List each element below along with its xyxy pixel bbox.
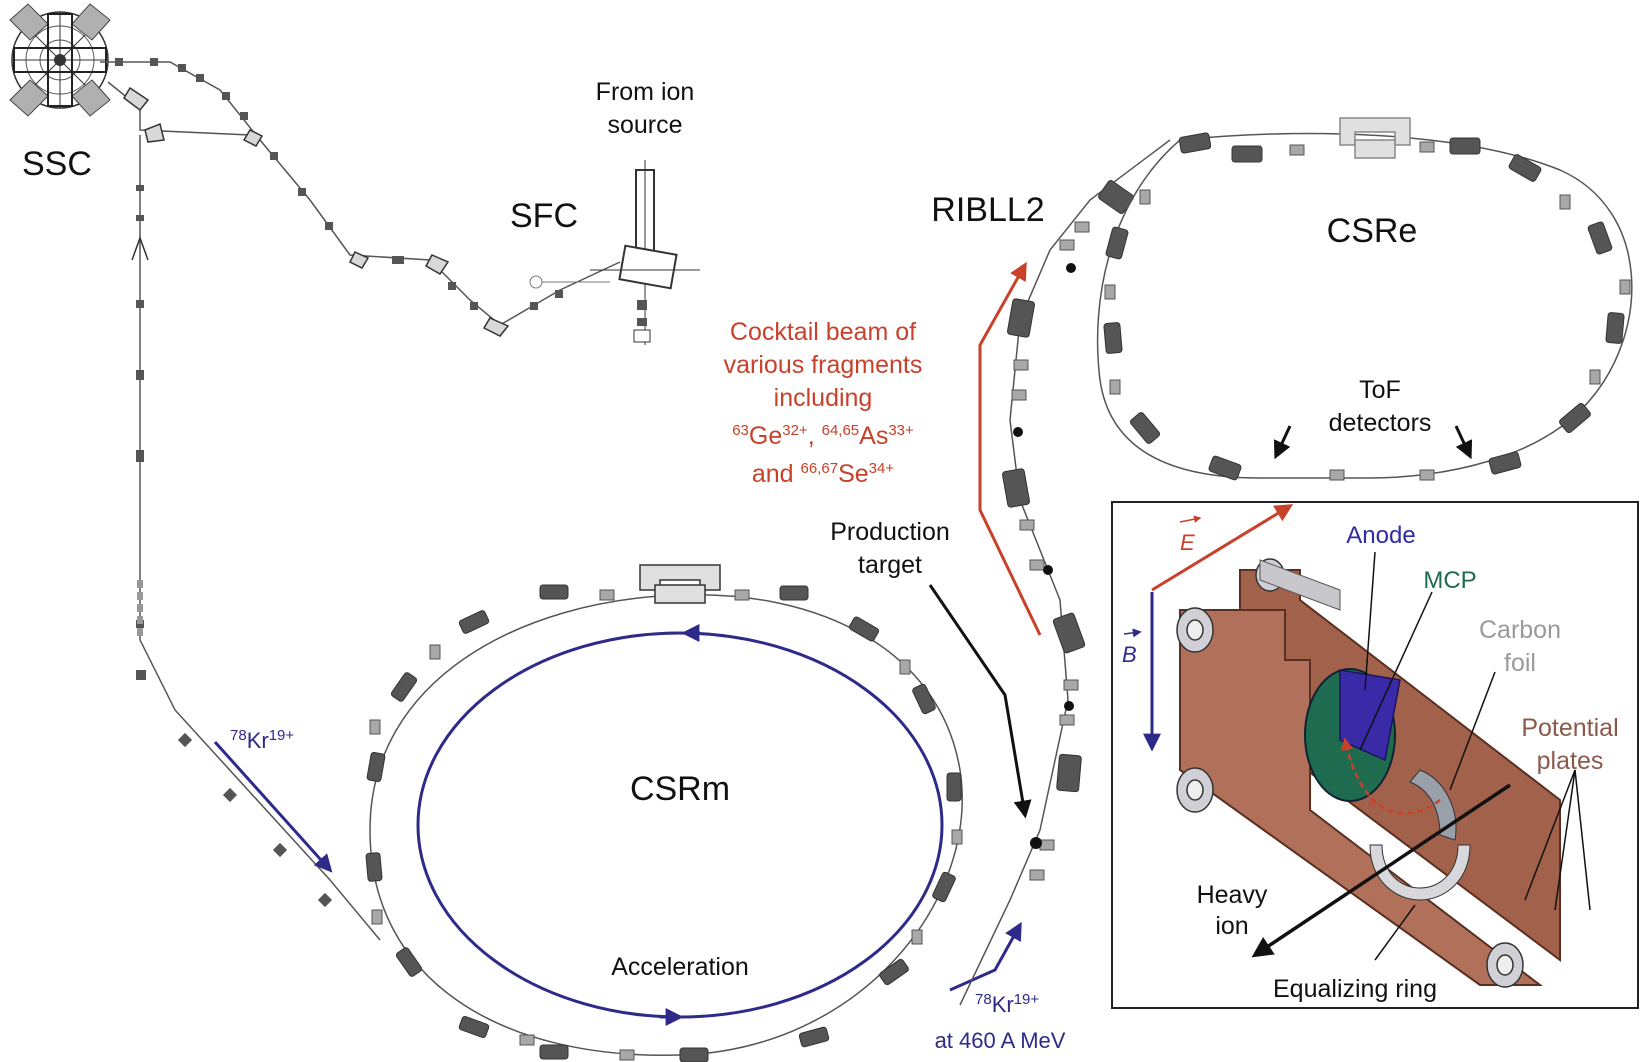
e-field-arrow (1151, 504, 1294, 592)
tof-pointer-left (1273, 425, 1292, 460)
ribll2-beamline (959, 139, 1171, 1006)
carbon-foil-label-line2: foil (1504, 649, 1536, 677)
anode-plate (1339, 669, 1401, 762)
kr-energy-label: at 460 A MeV (935, 1028, 1066, 1053)
electron-trajectory (1340, 737, 1441, 815)
csre-label: CSRe (1327, 212, 1418, 250)
cocktail-isotopes-line: 63Ge32+, 64,65As33+ (732, 422, 914, 450)
heavy-ion-arrow (1251, 783, 1511, 958)
cocktail-line2: various fragments (724, 351, 923, 379)
production-target-line2: target (858, 551, 922, 579)
anode-label: Anode (1346, 522, 1415, 549)
csrm-ring (365, 564, 963, 1062)
equalizing-ring-label: Equalizing ring (1273, 975, 1437, 1003)
beam-direction-chevron (131, 235, 149, 261)
sfc-cyclotron (529, 160, 700, 345)
csre-ring (1096, 117, 1633, 481)
kr-extraction-arrow (949, 921, 1022, 992)
kr-injection-arrow (213, 740, 333, 873)
cocktail-line1: Cocktail beam of (730, 318, 916, 346)
csrm-label: CSRm (630, 770, 730, 808)
kr-injection-label: 78Kr19+ (230, 727, 294, 753)
carbon-foil-label-line1: Carbon (1479, 616, 1561, 644)
production-target-dot (1030, 837, 1042, 849)
ssc-cyclotron (9, 3, 111, 117)
ion-source-label-line2: source (607, 111, 682, 139)
kr-extraction-label: 78Kr19+ (975, 991, 1039, 1017)
csrm-electron-cooler (639, 564, 721, 604)
heavy-ion-label-line1: Heavy (1197, 881, 1268, 909)
electron-symbol: e (1368, 796, 1375, 811)
cocktail-line3: including (774, 384, 873, 412)
potential-plates-label-line2: plates (1537, 747, 1604, 775)
tof-label-line2: detectors (1329, 409, 1432, 437)
potential-plates-label-line1: Potential (1521, 714, 1618, 742)
ssc-beamline-dipoles (123, 86, 510, 337)
cocktail-se-line: and 66,67Se34+ (752, 460, 894, 488)
tof-detector-inset: e E B Anode MCP Carbon foil Potential pl… (1111, 501, 1639, 1009)
ion-source-label-line1: From ion (596, 78, 695, 106)
tof-pointer-right (1454, 425, 1473, 460)
equalizing-ring (1369, 844, 1471, 901)
b-field-label: B (1122, 642, 1137, 667)
ssc-beamlines (100, 61, 621, 941)
production-target-pointer (928, 584, 1032, 819)
cocktail-beam-arrow (978, 261, 1042, 636)
e-field-label: E (1180, 530, 1195, 555)
production-target-line1: Production (830, 518, 950, 546)
ssc-label: SSC (22, 145, 92, 183)
ssc-beamline-magnets (115, 58, 563, 908)
mcp-label: MCP (1423, 567, 1476, 594)
heavy-ion-label-line2: ion (1215, 912, 1248, 940)
acceleration-label: Acceleration (611, 953, 749, 981)
tof-label-line1: ToF (1359, 376, 1401, 404)
carbon-foil (1409, 769, 1457, 841)
sfc-label: SFC (510, 197, 578, 235)
ribll2-label: RIBLL2 (931, 191, 1044, 229)
csre-electron-cooler (1339, 117, 1411, 159)
